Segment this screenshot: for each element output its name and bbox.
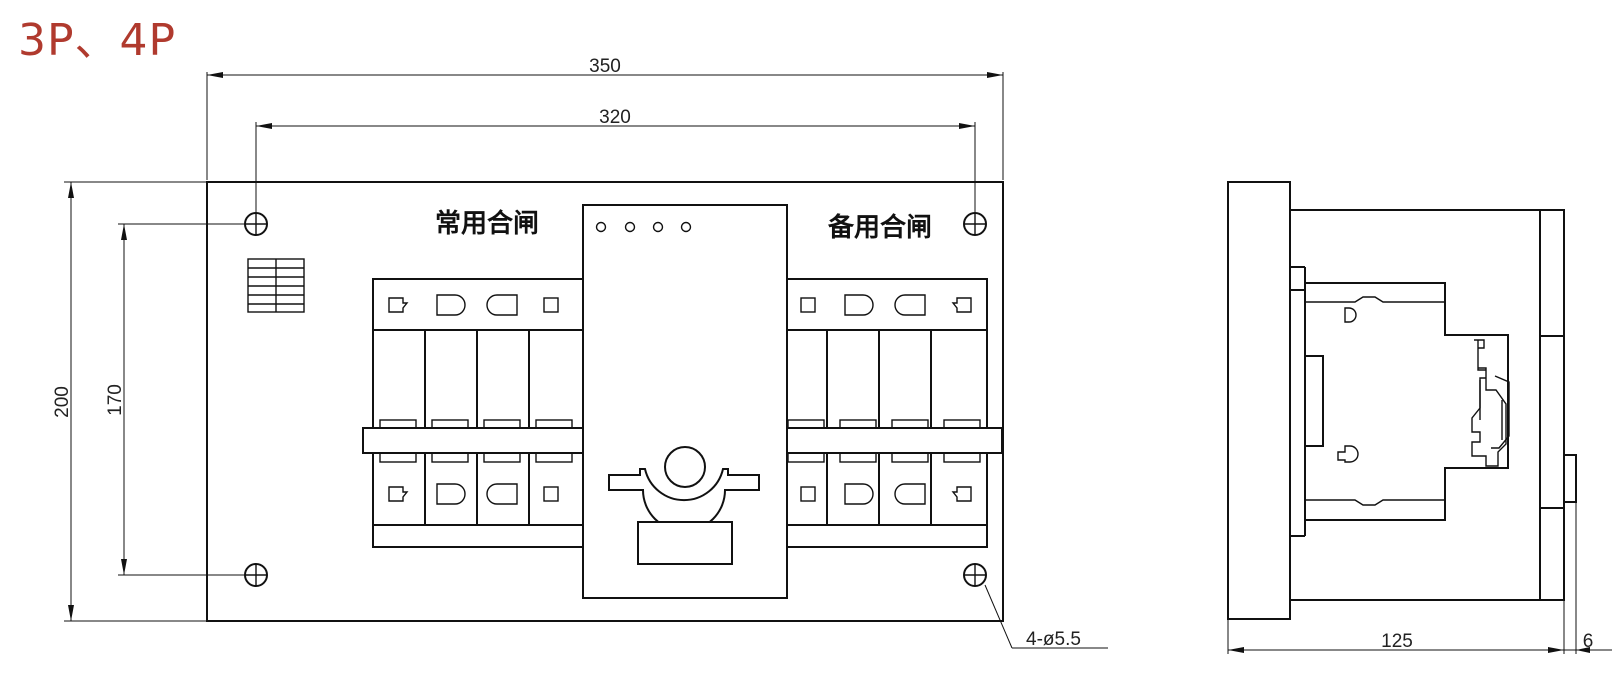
label-normal-closing: 常用合闸 [435,208,539,239]
indicator-led-icon [624,221,636,233]
normal-breaker-block [372,278,586,548]
side-front-plate [1227,181,1291,620]
front-view: 350 320 200 170 [52,56,1108,650]
side-contact-block [1304,355,1324,447]
indicator-led-icon [652,221,664,233]
indicator-led-icon [595,221,607,233]
dim-170-label: 170 [105,384,126,416]
side-mechanism [1471,339,1507,467]
mounting-hole-icon [244,563,268,587]
dimension-width-holes: 320 [255,107,976,215]
nameplate-grid-icon [247,258,305,313]
handle-knob-icon [664,446,706,488]
backup-breaker-block [774,278,988,548]
side-knob [1563,454,1577,503]
dim-200-label: 200 [52,386,73,418]
dim-320-label: 320 [599,107,631,128]
dimension-depth: 125 [1227,600,1565,654]
hole-callout: 4-ø5.5 [984,584,1108,650]
label-backup-closing: 备用合闸 [827,212,932,243]
mounting-hole-icon [963,563,987,587]
dimension-width-outer: 350 [206,56,1004,180]
indicator-led-icon [680,221,692,233]
side-view: 125 6 [1227,181,1612,654]
control-window [637,521,733,565]
hole-callout-label: 4-ø5.5 [1026,629,1081,650]
dimension-height-outer: 200 [52,181,207,622]
drawing-title: 3P、4P [18,15,177,66]
dimension-height-holes: 170 [105,223,245,576]
side-breaker-profile [1304,282,1509,521]
mounting-hole-icon [244,212,268,236]
side-rear-plate [1539,209,1565,601]
dimension-knob: 6 [1564,502,1612,654]
dim-6-label: 6 [1583,631,1594,652]
mounting-hole-icon [963,212,987,236]
mounting-plate [206,181,1004,622]
dim-125-label: 125 [1381,631,1413,652]
dim-350-label: 350 [589,56,621,77]
central-controller [582,204,788,599]
